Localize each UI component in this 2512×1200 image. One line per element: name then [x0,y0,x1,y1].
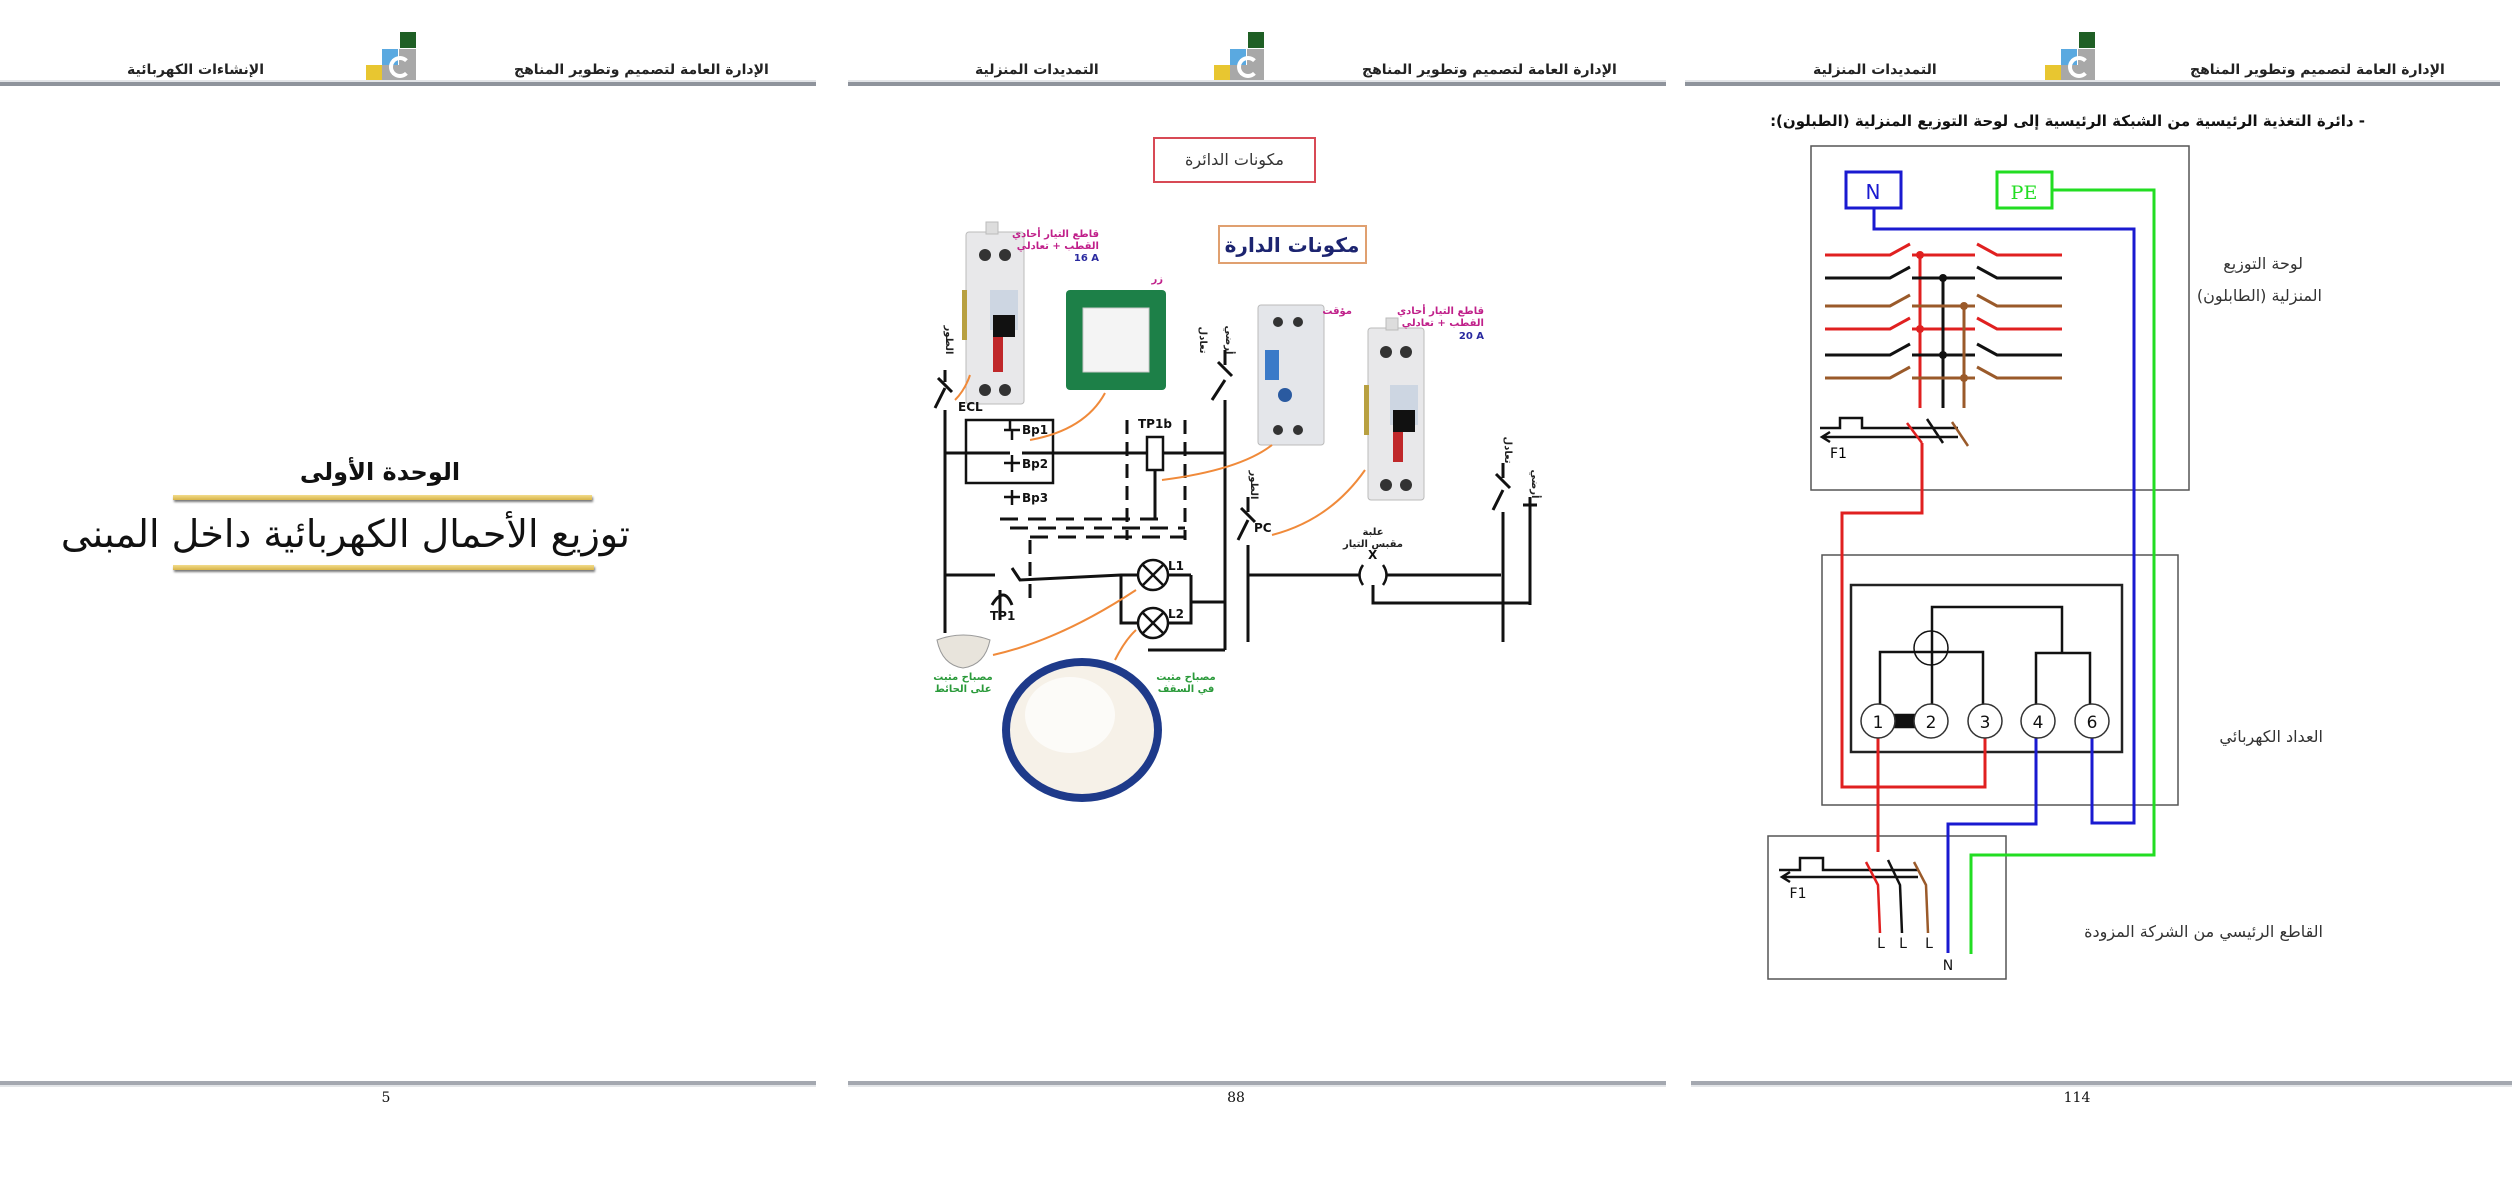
phase-label: L [1877,936,1885,952]
gold-divider [173,565,594,570]
main-breaker-f1 [1779,856,1930,934]
terminal-3: 3 [1980,713,1991,733]
lamp-symbols [1136,558,1170,640]
earth-bar [1995,170,2054,210]
header-organization: الإدارة العامة لتصميم وتطوير المناهج [514,62,769,78]
breaker-20a-image [1364,317,1425,501]
terminal-4: 4 [2033,713,2044,733]
header-section-title: التمديدات المنزلية [1813,62,1937,78]
header-organization: الإدارة العامة لتصميم وتطوير المناهج [1362,62,1617,78]
caption-box: مكونات الدائرة [1153,137,1316,183]
panel-busbars [1825,242,2062,408]
header-divider [1685,82,2500,86]
header-divider [848,82,1666,86]
phase-label: الطور [1248,470,1259,500]
earth-label: أرضي [1223,326,1236,355]
pc-label: PC [1254,521,1272,535]
ceiling-lamp-label: في السقف [1158,684,1215,695]
gold-divider [173,495,592,500]
breaker-16a-rating: 16 A [1074,253,1099,264]
logo [366,32,416,80]
bp3-label: Bp3 [1022,491,1048,505]
bp2-label: Bp2 [1022,457,1048,471]
footer-divider [1691,1081,2512,1085]
header-section-title: التمديدات المنزلية [975,62,1099,78]
wall-lamp-image [936,634,991,669]
breaker-16a-label: القطب + تعادلي [1017,241,1099,252]
terminal-6: 6 [2087,713,2098,733]
meter-terminals [1860,703,2110,739]
footer-divider [848,1081,1666,1085]
neutral-wire [1872,208,2136,825]
panel-label: لوحة التوزيع [2223,254,2303,273]
neutral-label: N [1943,958,1953,974]
earth-label: أرضي [1529,470,1542,499]
phase-label: الطور [943,325,954,355]
socket-symbol: X [1368,548,1378,562]
main-breaker-description: القاطع الرئيسي من الشركة المزودة [2084,922,2323,941]
socket-label: علبة [1362,527,1383,538]
tp1-label: TP1 [990,609,1015,623]
page-number: 5 [381,1090,391,1106]
tp1b-label: TP1b [1138,417,1172,431]
ceiling-lamp-label: مصباح مثبت [1156,672,1216,683]
logo [1214,32,1264,80]
section-heading: - دائرة التغذية الرئيسية من الشبكة الرئي… [1770,112,2365,130]
timer-image [1257,304,1325,446]
terminal-2: 2 [1926,713,1937,733]
socket-label: مقبس التيار [1342,539,1403,550]
push-button-image [1066,290,1166,390]
control-schematic [933,350,1537,652]
page-number: 88 [1227,1090,1245,1106]
breaker-20a-label: قاطع التيار أحادي [1397,304,1484,317]
earth-wire [1969,188,2156,954]
phase-label: L [1925,936,1933,952]
earth-bar-label: PE [2011,182,2038,204]
panel-breaker-f1 [1819,416,1970,447]
phase-label: L [1899,936,1907,952]
meter-outer-box [1821,554,2179,806]
diagram-title: مكونات الدارة [1225,233,1360,257]
main-breaker-box [1767,835,2007,980]
timer-label: مؤقت [1322,306,1352,317]
pointer-arrows [954,374,1366,661]
logo [2045,32,2095,80]
wall-lamp-label: مصباح مثبت [933,672,993,683]
header-section-title: الإنشاءات الكهربائية [127,62,265,78]
diagram-title-box [1218,225,1367,264]
panel-breaker-label: F1 [1830,446,1847,462]
breaker-16a-image [962,221,1025,405]
meter-label: العداد الكهربائي [2219,727,2323,746]
bus-junctions [1916,251,1968,382]
l2-label: L2 [1168,607,1184,621]
neutral-label: تعادل [1197,327,1208,354]
page-number: 114 [2063,1090,2091,1106]
push-button-label: زر [1150,274,1163,285]
neutral-bar-label: N [1866,180,1881,204]
terminal-1: 1 [1873,713,1884,733]
main-breaker-label: F1 [1790,886,1807,902]
neutral-bar [1844,170,1903,210]
phase-wire-to-panel [1840,443,1987,789]
footer-divider [0,1081,816,1085]
ceiling-lamp-image [1002,658,1162,802]
neutral-wire-supply [1946,737,2038,953]
unit-title: توزيع الأحمال الكهربائية داخل المبنى [60,512,630,556]
breaker-20a-rating: 20 A [1459,331,1484,342]
ecl-label: ECL [958,400,983,414]
bp1-label: Bp1 [1022,423,1048,437]
breaker-20a-label: القطب + تعادلي [1402,318,1484,329]
l1-label: L1 [1168,559,1184,573]
breaker-16a-label: قاطع التيار أحادي [1012,227,1099,240]
unit-heading: الوحدة الأولى [299,458,461,486]
distribution-panel-box [1810,145,2190,491]
panel-label: المنزلية (الطابلون) [2196,286,2322,305]
header-divider [0,82,816,86]
neutral-label: تعادل [1502,437,1513,464]
wall-lamp-label: على الحائط [934,684,991,695]
header-organization: الإدارة العامة لتصميم وتطوير المناهج [2190,62,2445,78]
